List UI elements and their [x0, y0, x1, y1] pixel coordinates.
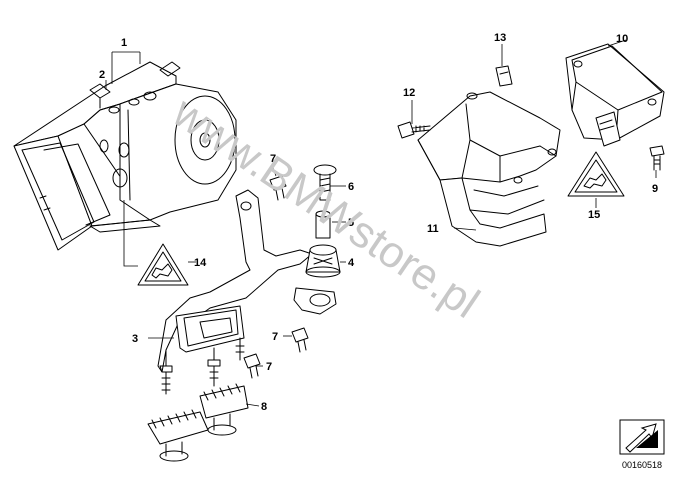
- bolt-7-lower: [243, 353, 261, 379]
- clip-13: [495, 65, 513, 87]
- bracket-11: [417, 91, 561, 247]
- callout-11: 11: [427, 223, 439, 235]
- callout-3: 3: [132, 333, 138, 345]
- callout-14: 14: [194, 257, 207, 269]
- callout-8: 8: [261, 401, 267, 413]
- callout-12: 12: [403, 87, 415, 99]
- spacer-5: [315, 210, 331, 239]
- callout-7-upper: 7: [270, 153, 276, 165]
- warning-label-14: [137, 243, 189, 286]
- bolt-9: [649, 145, 665, 171]
- hydraulic-unit: [13, 61, 237, 251]
- bolt-7-upper: [269, 175, 287, 201]
- screw-6: [313, 164, 337, 201]
- callout-10: 10: [616, 33, 628, 45]
- callout-5: 5: [348, 217, 354, 229]
- control-unit-10: [565, 43, 665, 147]
- callout-1: 1: [121, 37, 127, 49]
- callouts: 1 2 3 4 5 6 7 7 7 8 9 10 11 12 13 14 15: [99, 32, 658, 413]
- bolt-12: [397, 121, 431, 139]
- callout-7-middle: 7: [272, 331, 278, 343]
- callout-7-lower: 7: [266, 361, 272, 373]
- callout-2: 2: [99, 69, 105, 81]
- callout-9: 9: [652, 183, 658, 195]
- callout-15: 15: [588, 209, 600, 221]
- warning-label-15: [567, 151, 625, 197]
- bolt-7-middle: [291, 327, 309, 353]
- callout-13: 13: [494, 32, 506, 44]
- diagram-reference-number: 00160518: [622, 460, 662, 470]
- bracket-3: [157, 189, 337, 395]
- rubber-mount-4: [305, 244, 341, 278]
- rubber-mounts-8: [147, 383, 249, 462]
- leader-lines: [105, 39, 657, 407]
- reference-arrow-icon: [619, 419, 665, 455]
- callout-6: 6: [348, 181, 354, 193]
- callout-4: 4: [348, 257, 355, 269]
